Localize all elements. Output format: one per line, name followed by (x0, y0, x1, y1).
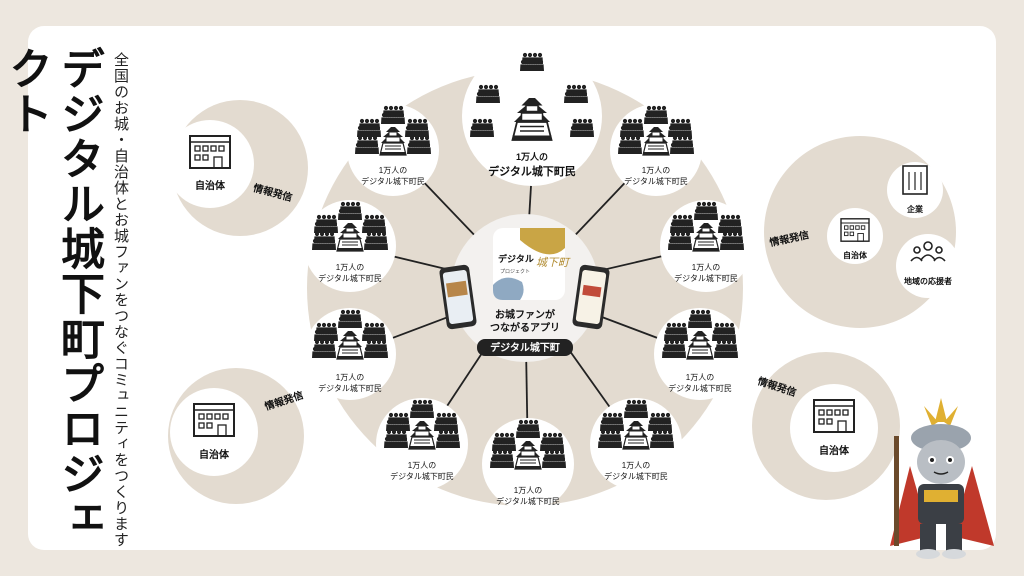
svg-text:1万人の: 1万人の (642, 166, 670, 175)
center-tagline-1: お城ファンが (495, 308, 556, 321)
municipality-node-top-left: 自治体 (166, 120, 254, 208)
svg-text:城下町: 城下町 (536, 256, 571, 269)
svg-text:デジタル城下町民: デジタル城下町民 (318, 383, 382, 393)
samurai-mascot-icon (890, 398, 994, 559)
community-node: 1万人の デジタル城下町民 (610, 104, 702, 196)
smartphone-icon (439, 264, 477, 330)
svg-text:1万人の: 1万人の (336, 373, 364, 382)
page-title: デジタル城下町プロジェクト (1, 46, 104, 541)
svg-text:デジタル城下町民: デジタル城下町民 (674, 273, 738, 283)
community-node: 1万人の デジタル城下町民 (304, 308, 396, 400)
svg-text:デジタル城下町民: デジタル城下町民 (361, 176, 425, 186)
community-node: 1万人の デジタル城下町民 (376, 398, 468, 490)
svg-text:企業: 企業 (906, 204, 924, 214)
svg-text:デジタル: デジタル (498, 253, 534, 264)
svg-text:デジタル城下町民: デジタル城下町民 (496, 496, 560, 506)
center-app-node: デジタル 城下町 プロジェクト お城ファンが つながるアプリ デジタル城下町 (439, 214, 610, 362)
svg-text:デジタル城下町民: デジタル城下町民 (318, 273, 382, 283)
community-node: 1万人の デジタル城下町民 (347, 104, 439, 196)
smartphone-icon (572, 264, 610, 330)
page-subtitle: 全国のお城・自治体とお城ファンをつなぐコミュニティをつくります (112, 52, 130, 548)
app-name-badge: デジタル城下町 (490, 341, 560, 354)
municipality-node-right: 自治体 (827, 208, 883, 264)
community-node: 1万人の デジタル城下町民 (654, 308, 746, 400)
svg-text:自治体: 自治体 (819, 444, 850, 457)
community-node: 1万人の デジタル城下町民 (482, 418, 574, 510)
office-building-icon (902, 165, 928, 195)
community-count-label: 1万人の (516, 151, 548, 162)
community-node: 1万人の デジタル城下町民 (304, 200, 396, 292)
building-icon (840, 218, 870, 242)
supporters-node: 地域の応援者 (896, 234, 960, 298)
svg-text:地域の応援者: 地域の応援者 (904, 276, 952, 286)
building-icon (813, 399, 855, 433)
svg-text:1万人の: 1万人の (336, 263, 364, 272)
svg-text:1万人の: 1万人の (514, 486, 542, 495)
municipality-node-bottom-right: 自治体 (790, 384, 878, 472)
svg-text:デジタル城下町民: デジタル城下町民 (390, 471, 454, 481)
svg-text:自治体: 自治体 (195, 179, 226, 192)
app-logo: デジタル 城下町 プロジェクト (493, 228, 571, 300)
svg-text:デジタル城下町民: デジタル城下町民 (624, 176, 688, 186)
svg-text:プロジェクト: プロジェクト (500, 269, 530, 275)
community-node-main: 1万人の デジタル城下町民 (462, 46, 602, 186)
company-node: 企業 (887, 162, 943, 218)
svg-text:自治体: 自治体 (843, 250, 868, 260)
community-name-label: デジタル城下町民 (488, 164, 576, 178)
svg-text:1万人の: 1万人の (379, 166, 407, 175)
community-node: 1万人の デジタル城下町民 (590, 398, 682, 490)
svg-text:自治体: 自治体 (199, 448, 230, 461)
center-tagline-2: つながるアプリ (490, 321, 560, 334)
municipality-node-bottom-left: 自治体 (170, 388, 258, 476)
community-node: 1万人の デジタル城下町民 (660, 200, 752, 292)
svg-text:デジタル城下町民: デジタル城下町民 (604, 471, 668, 481)
building-icon (193, 403, 235, 437)
svg-text:1万人の: 1万人の (686, 373, 714, 382)
svg-text:1万人の: 1万人の (622, 461, 650, 470)
svg-text:1万人の: 1万人の (408, 461, 436, 470)
building-icon (189, 135, 231, 169)
people-group-icon (910, 241, 946, 262)
svg-text:1万人の: 1万人の (692, 263, 720, 272)
svg-text:デジタル城下町民: デジタル城下町民 (668, 383, 732, 393)
